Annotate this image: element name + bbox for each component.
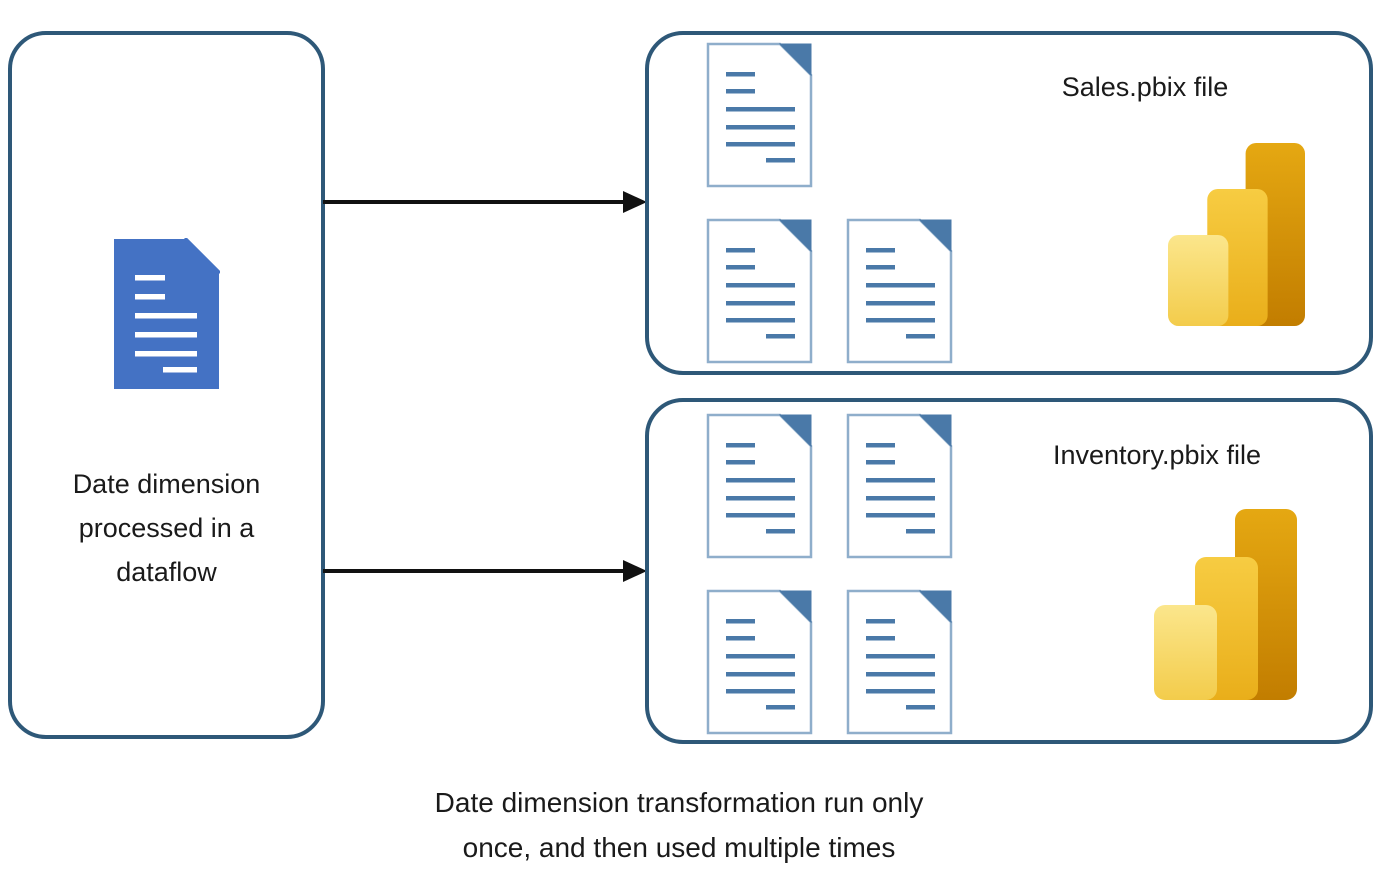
power-bi-logo xyxy=(1168,143,1305,326)
arrowhead-icon xyxy=(623,560,647,582)
document-icon xyxy=(706,589,813,735)
document-icon xyxy=(706,42,813,188)
document-icon xyxy=(706,218,813,364)
arrow-shaft xyxy=(323,200,629,204)
inventory-pbix-title: Inventory.pbix file xyxy=(1052,440,1262,470)
caption-line: Date dimension transformation run only xyxy=(434,787,924,818)
arrow-to-sales xyxy=(323,191,647,213)
dataflow-box-label: Date dimension processed in a dataflow xyxy=(8,462,325,594)
blue-document-icon xyxy=(113,238,220,390)
document-icon xyxy=(706,413,813,559)
document-icon xyxy=(846,218,953,364)
dataflow-label-line: processed in a xyxy=(78,513,255,543)
caption-line: once, and then used multiple times xyxy=(462,832,896,863)
arrowhead-icon xyxy=(623,191,647,213)
diagram-caption: Date dimension transformation run only o… xyxy=(329,780,1029,870)
sales-pbix-title: Sales.pbix file xyxy=(1061,72,1229,102)
document-icon xyxy=(846,413,953,559)
dataflow-label-line: dataflow xyxy=(116,557,217,587)
document-icon xyxy=(846,589,953,735)
dataflow-label-line: Date dimension xyxy=(72,469,261,499)
power-bi-logo xyxy=(1154,509,1297,700)
arrow-shaft xyxy=(323,569,629,573)
arrow-to-inventory xyxy=(323,560,647,582)
